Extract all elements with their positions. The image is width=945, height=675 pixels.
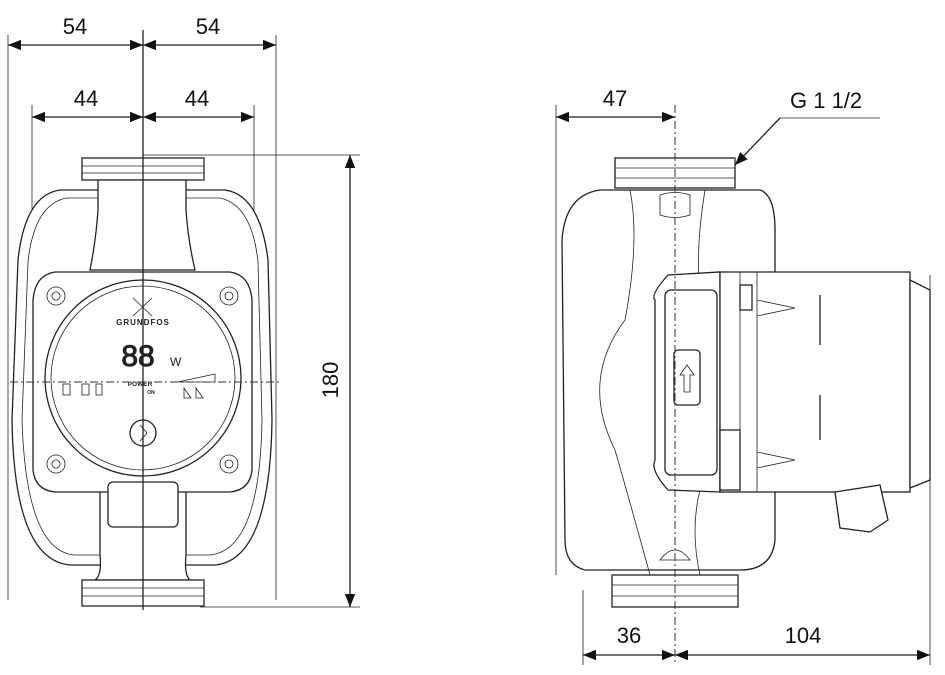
- svg-text:44: 44: [74, 86, 98, 111]
- svg-text:G 1 1/2: G 1 1/2: [790, 88, 862, 113]
- dimension-54-right: 54: [143, 14, 276, 51]
- side-view: 47 G 1 1/2 36 104: [555, 86, 931, 665]
- svg-text:54: 54: [196, 14, 220, 39]
- thread-callout: G 1 1/2: [734, 88, 880, 166]
- dimension-104: 104: [675, 623, 930, 661]
- power-unit: W: [170, 355, 182, 369]
- svg-text:54: 54: [63, 14, 87, 39]
- power-display-digits: 88: [121, 340, 154, 373]
- front-view: 54 54 44 44 180: [7, 14, 360, 610]
- svg-text:36: 36: [617, 623, 641, 648]
- svg-text:44: 44: [185, 86, 209, 111]
- mode-indicator-icons: [62, 373, 216, 399]
- dimension-180: 180: [318, 155, 356, 607]
- bolt-icons: [46, 286, 239, 474]
- svg-text:104: 104: [785, 623, 822, 648]
- dimension-47: 47: [556, 86, 675, 123]
- dimension-44-right: 44: [143, 86, 254, 123]
- dimension-54-left: 54: [8, 14, 143, 51]
- on-label: ON: [147, 390, 155, 396]
- svg-text:47: 47: [603, 86, 627, 111]
- svg-text:180: 180: [318, 362, 343, 399]
- dimension-36: 36: [583, 623, 675, 661]
- power-label: POWER: [128, 381, 153, 388]
- flow-direction-arrow-icon: [673, 349, 701, 406]
- dimension-44-left: 44: [32, 86, 143, 123]
